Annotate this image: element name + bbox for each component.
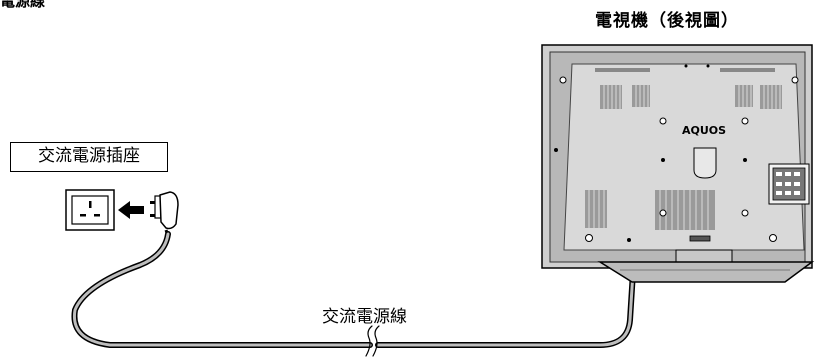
power-cord-heading: 電源線 (0, 0, 46, 10)
power-cord (71, 231, 637, 357)
ac-power-cord-label: 交流電源線 (322, 307, 407, 327)
tv-rear-view-label: 電視機（後視圖） (595, 11, 739, 31)
ac-outlet-label: 交流電源插座 (10, 142, 168, 172)
insert-arrow (118, 201, 144, 219)
wall-outlet (65, 189, 115, 231)
tv-rear-view: AQUOS (541, 44, 815, 283)
power-plug (150, 191, 179, 237)
tv-brand-logo: AQUOS (682, 124, 726, 137)
